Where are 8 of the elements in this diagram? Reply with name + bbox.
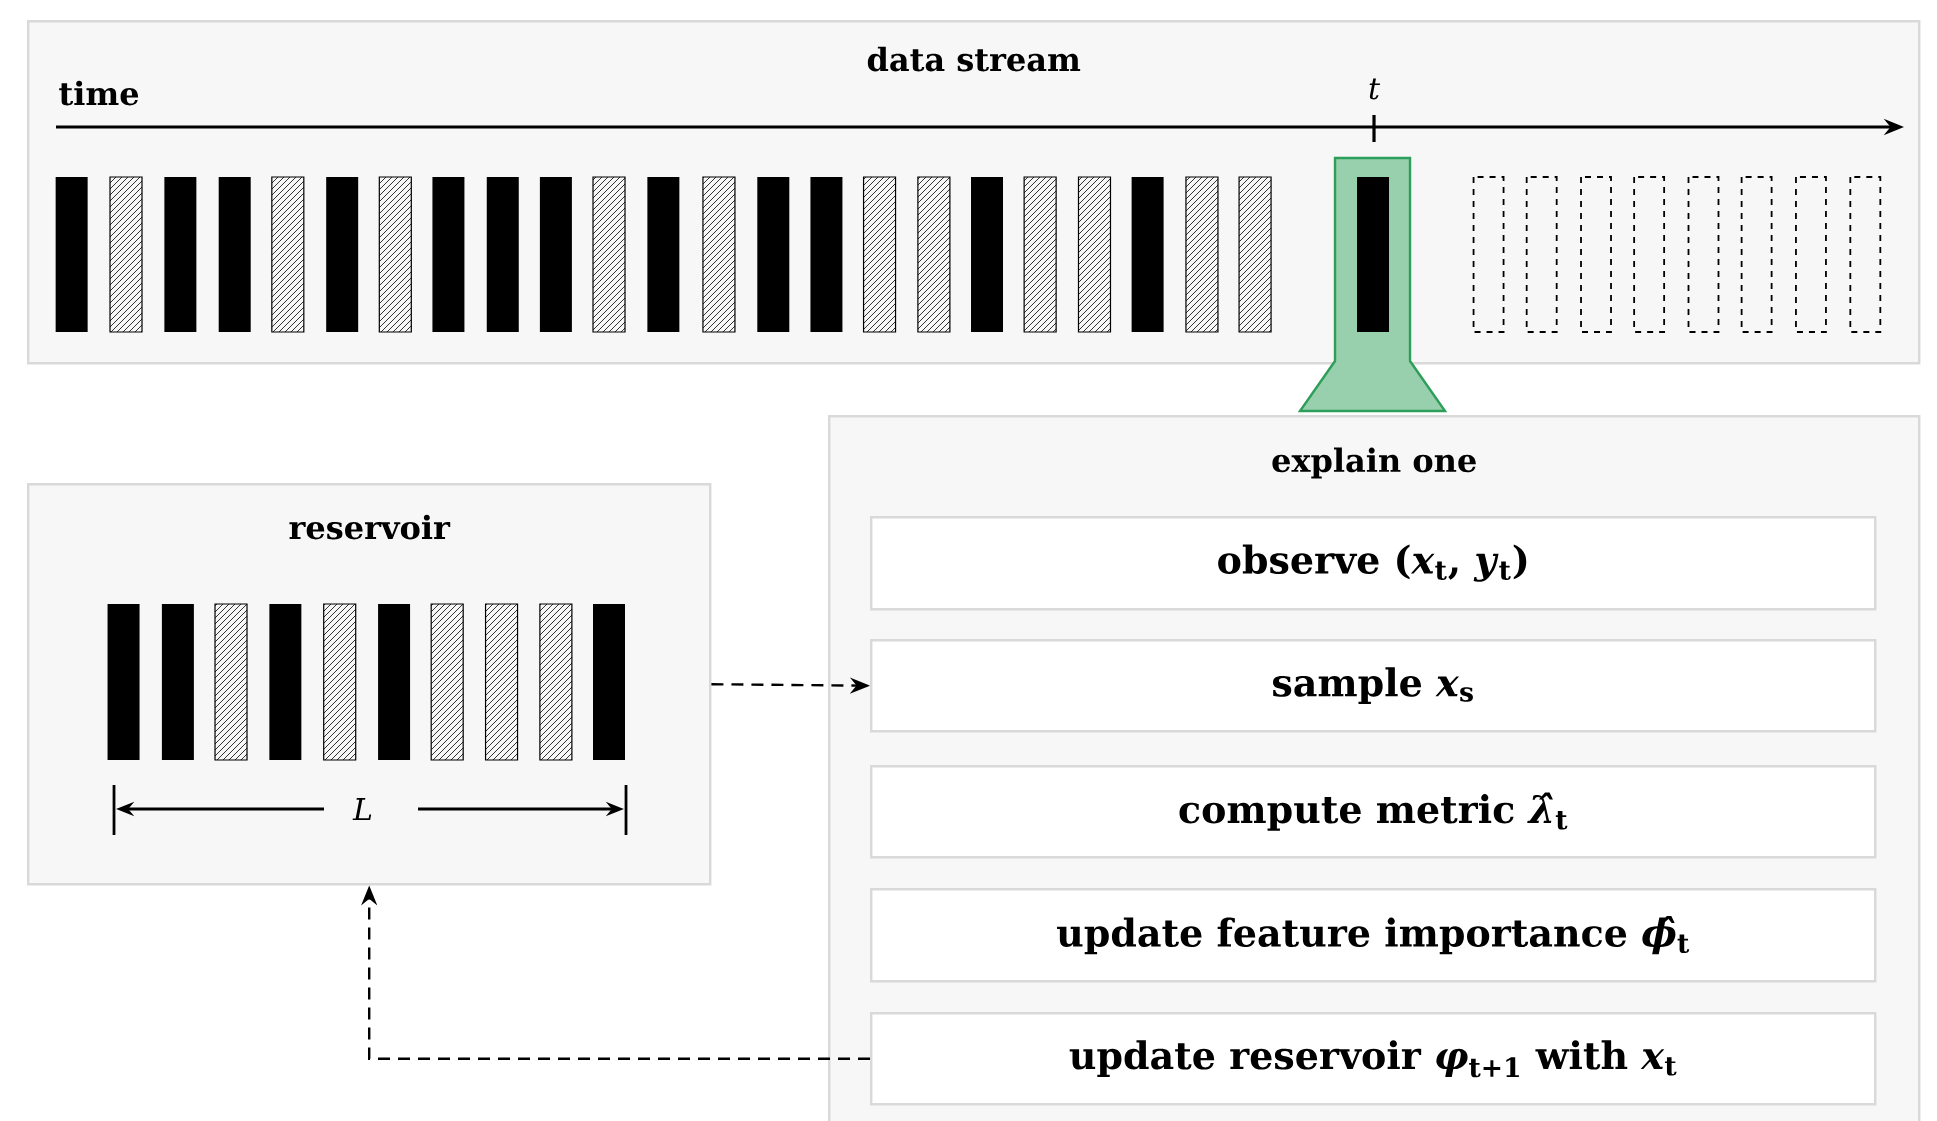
step-box: update reservoir φ$_{t+1}$ with x$_{t}$ [870, 1012, 1877, 1106]
time-marker-label: t [1369, 78, 1381, 100]
step-box: observe (x$_{t}$, y$_{t}$) [870, 516, 1877, 611]
step-box: sample x$_{s}$ [870, 639, 1877, 733]
time-label: time [59, 80, 139, 106]
step-box: update feature importance ϕ̂$_{t}$ [870, 888, 1877, 983]
step-box: compute metric λ̂$_{t}$ [870, 765, 1877, 859]
dimension-label: L [352, 798, 372, 820]
